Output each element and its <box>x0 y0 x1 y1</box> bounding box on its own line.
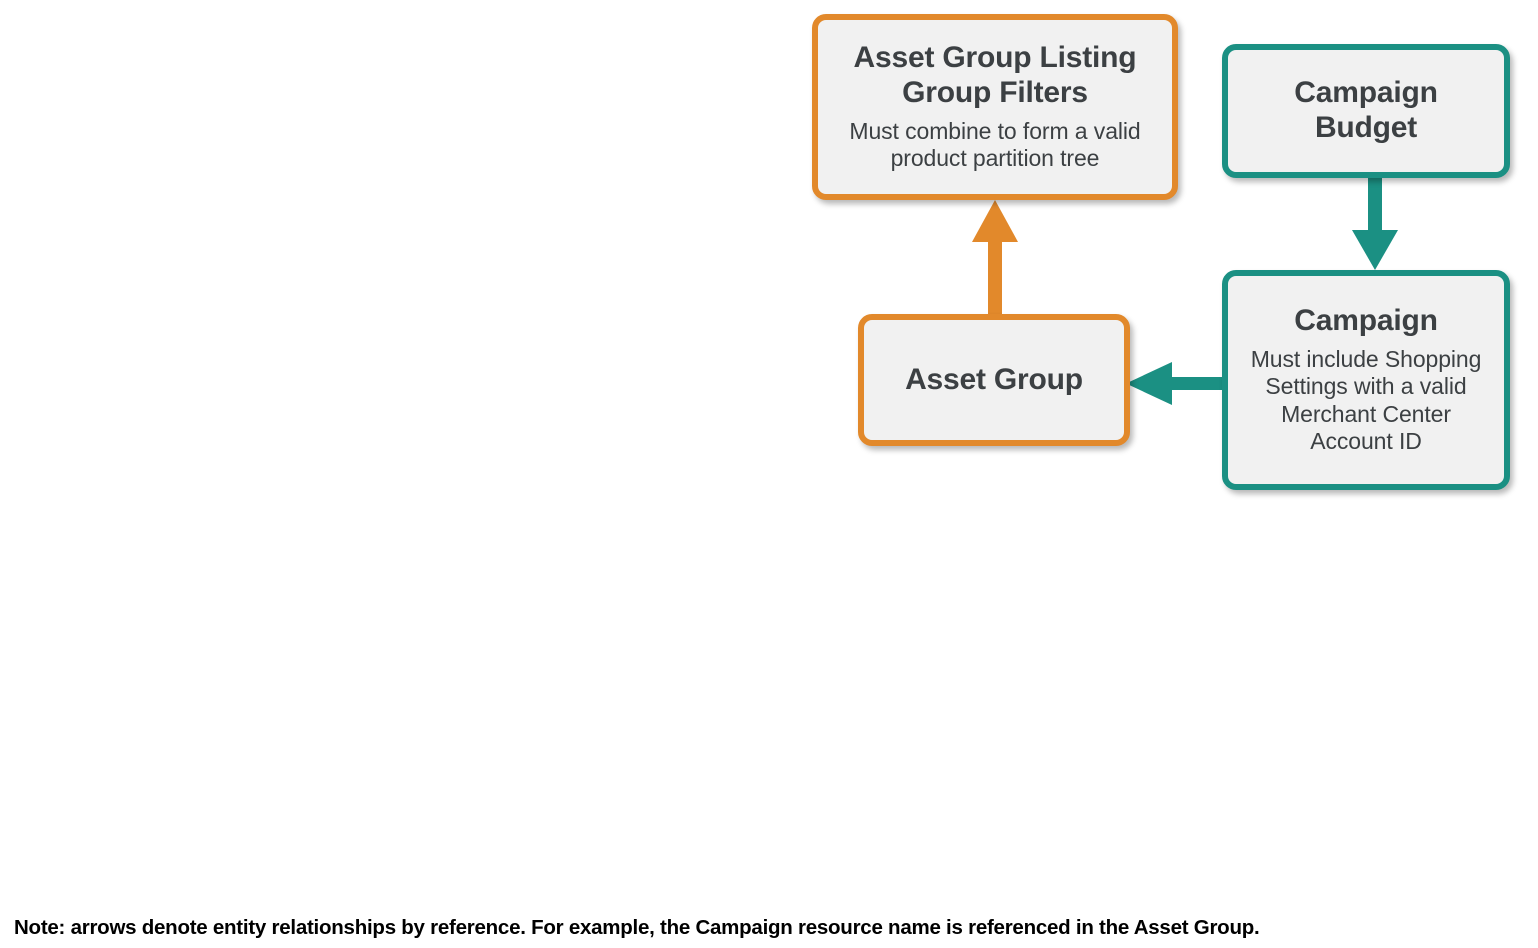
node-asset-group[interactable]: Asset Group <box>858 314 1130 446</box>
arrow-campaign-budget-to-campaign <box>1352 170 1398 270</box>
node-campaign-budget[interactable]: Campaign Budget <box>1222 44 1510 178</box>
arrow-asset-group-to-listing-group-filters <box>972 200 1018 320</box>
node-title: Campaign <box>1294 303 1438 337</box>
arrow-stem <box>1164 377 1230 390</box>
arrowhead-left-icon <box>1126 362 1172 405</box>
node-subtitle: Must combine to form a valid product par… <box>849 117 1141 172</box>
node-subtitle: Must include Shopping Settings with a va… <box>1250 345 1482 455</box>
node-campaign[interactable]: Campaign Must include Shopping Settings … <box>1222 270 1510 490</box>
node-title: Campaign Budget <box>1294 76 1438 144</box>
arrow-stem <box>1368 170 1382 236</box>
arrow-campaign-to-asset-group <box>1126 362 1230 405</box>
arrowhead-up-icon <box>972 200 1018 242</box>
arrow-stem <box>988 236 1002 320</box>
arrowhead-down-icon <box>1352 230 1398 270</box>
node-title: Asset Group <box>905 362 1083 396</box>
node-asset-group-listing-group-filters[interactable]: Asset Group Listing Group Filters Must c… <box>812 14 1178 200</box>
node-title: Asset Group Listing Group Filters <box>853 41 1137 109</box>
diagram-note: Note: arrows denote entity relationships… <box>14 916 1260 939</box>
